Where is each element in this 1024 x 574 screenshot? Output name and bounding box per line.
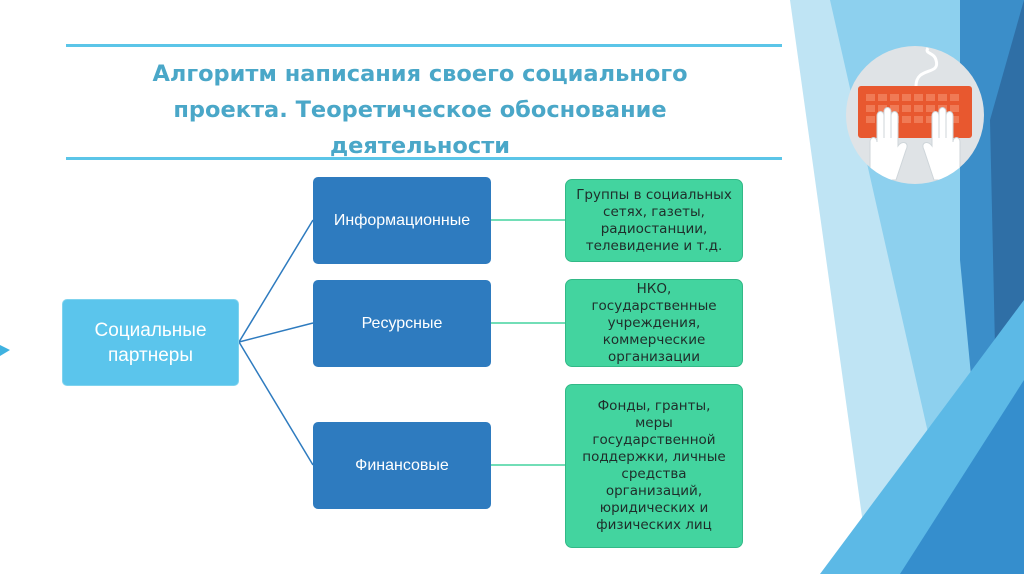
detail-line: государственные: [591, 297, 717, 314]
node-informational-label: Информационные: [333, 211, 471, 229]
detail-line: организаций,: [605, 483, 703, 499]
detail-line: юридических и: [599, 500, 709, 516]
detail-line: НКО,: [636, 280, 672, 297]
connector-root-informational: [238, 219, 314, 343]
title-line-1: Алгоритм написания своего социального: [152, 61, 688, 87]
root-line-2: партнеры: [108, 344, 193, 366]
slide-title: Алгоритм написания своего социального пр…: [70, 56, 770, 164]
detail-line: Фонды, гранты,: [597, 398, 711, 414]
detail-line: Группы в социальных: [576, 186, 732, 203]
detail-line: государственной: [592, 432, 716, 448]
detail-line: меры: [635, 415, 673, 431]
detail-financial: Фонды, гранты, меры государственной подд…: [565, 384, 743, 548]
node-resource: Ресурсные: [313, 280, 491, 367]
detail-line: коммерческие: [602, 331, 706, 348]
title-line-3: деятельности: [329, 133, 511, 159]
node-financial: Финансовые: [313, 422, 491, 509]
detail-line: поддержки, личные: [582, 449, 726, 465]
root-line-1: Социальные: [94, 319, 207, 341]
title-rule-bottom: [66, 157, 782, 160]
connector-root-resource: [238, 322, 314, 343]
root-node-social-partners: Социальные партнеры: [62, 299, 239, 386]
title-rule-top: [66, 44, 782, 47]
detail-line: организации: [608, 348, 700, 365]
node-financial-label: Финансовые: [355, 456, 449, 474]
keyboard-hands-icon: [846, 46, 984, 184]
detail-line: учреждения,: [607, 314, 701, 331]
detail-informational: Группы в социальных сетях, газеты, радио…: [565, 179, 743, 262]
detail-line: средства: [621, 466, 687, 482]
detail-line: физических лиц: [596, 517, 712, 533]
connector-root-financial: [238, 341, 314, 466]
node-informational: Информационные: [313, 177, 491, 264]
detail-line: телевидение и т.д.: [585, 237, 723, 254]
detail-line: сетях, газеты,: [603, 203, 705, 220]
node-resource-label: Ресурсные: [361, 314, 443, 332]
title-line-2: проекта. Теоретическое обоснование: [173, 97, 667, 123]
detail-line: радиостанции,: [600, 220, 708, 237]
detail-resource: НКО, государственные учреждения, коммерч…: [565, 279, 743, 367]
